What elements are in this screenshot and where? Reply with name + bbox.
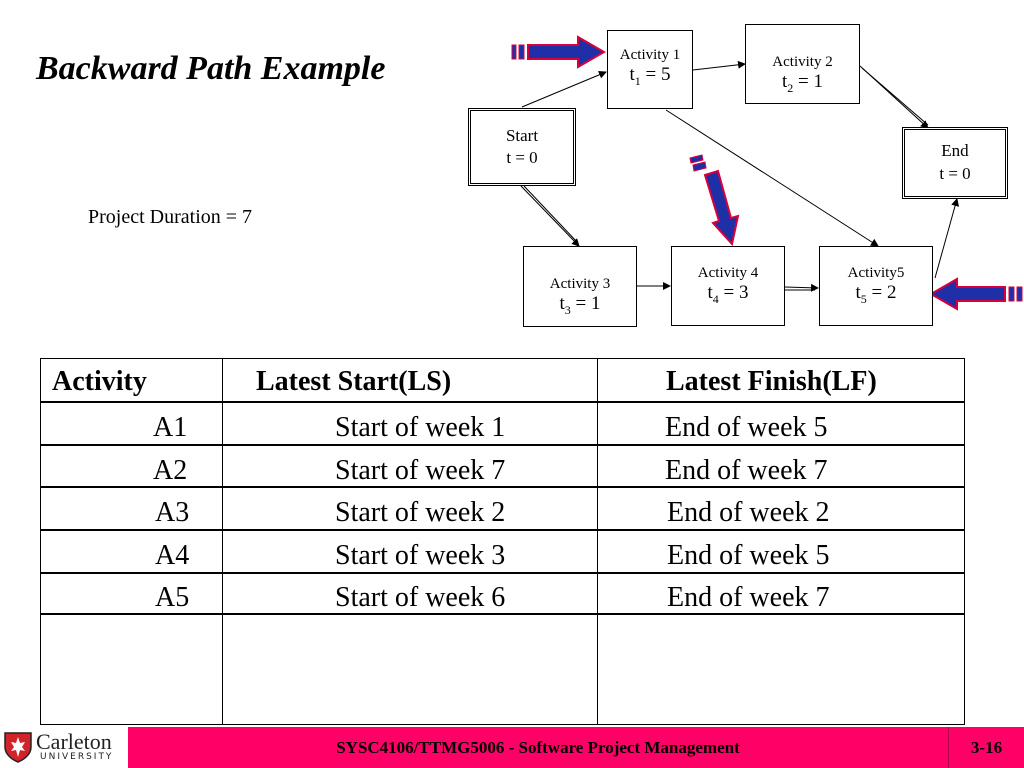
node-activity-3: Activity 3 t3 = 1: [523, 246, 637, 327]
slide-title: Backward Path Example: [36, 50, 386, 87]
schedule-table: [40, 358, 965, 725]
table-cell-ls: Start of week 2: [335, 497, 506, 528]
table-cell-ls: Start of week 3: [335, 540, 506, 571]
table-cell-lf: End of week 5: [667, 540, 830, 571]
table-cell-activity: A1: [153, 412, 188, 443]
logo-wordmark: Carleton: [36, 729, 112, 754]
logo-subtitle: UNIVERSITY: [40, 752, 114, 762]
page-number: 3-16: [970, 738, 1003, 757]
table-cell-ls: Start of week 1: [335, 412, 506, 443]
table-row-divider: [40, 572, 965, 574]
pointer-arrow-down-icon: [689, 154, 740, 247]
edge-start-a3: [520, 185, 580, 247]
edge-a4-a5: [784, 283, 819, 292]
table-cell-lf: End of week 7: [667, 582, 830, 613]
table-cell-activity: A2: [153, 455, 188, 486]
table-row-divider: [40, 486, 965, 488]
table-row-divider: [40, 401, 965, 403]
col-header-latest-start: Latest Start(LS): [256, 366, 452, 397]
university-logo: [0, 727, 128, 768]
edge-a1-a5: [665, 109, 879, 247]
table-cell-activity: A4: [155, 540, 190, 571]
node-activity-5: Activity5 t5 = 2: [819, 246, 933, 326]
project-duration: Project Duration = 7: [88, 206, 253, 228]
table-col-divider: [597, 358, 598, 725]
table-cell-activity: A3: [155, 497, 190, 528]
col-header-latest-finish: Latest Finish(LF): [666, 366, 877, 397]
table-row-divider: [40, 444, 965, 446]
table-cell-activity: A5: [155, 582, 190, 613]
table-row-divider: [40, 613, 965, 615]
table-cell-ls: Start of week 7: [335, 455, 506, 486]
edge-start-a1: [521, 71, 607, 108]
edge-a2-end: [859, 65, 929, 129]
node-activity-2: Activity 2 t2 = 1: [745, 24, 860, 104]
table-cell-ls: Start of week 6: [335, 582, 506, 613]
col-header-activity: Activity: [52, 366, 147, 397]
table-cell-lf: End of week 7: [665, 455, 828, 486]
node-activity-4: Activity 4 t4 = 3: [671, 246, 785, 326]
table-row-divider: [40, 529, 965, 531]
table-cell-lf: End of week 5: [665, 412, 828, 443]
table-cell-lf: End of week 2: [667, 497, 830, 528]
pointer-arrow-right-icon: [511, 35, 607, 69]
footer-divider: [948, 727, 949, 768]
node-activity-1: Activity 1 t1 = 5: [607, 30, 693, 109]
node-end: End t = 0: [902, 127, 1008, 199]
course-title: SYSC4106/TTMG5006 - Software Project Man…: [336, 738, 740, 757]
table-col-divider: [222, 358, 223, 725]
edge-a5-end: [934, 198, 959, 279]
shield-icon: [4, 732, 32, 763]
pointer-arrow-left-icon: [928, 277, 1023, 311]
edge-a1-a2: [692, 60, 746, 71]
node-start: Start t = 0: [468, 108, 576, 186]
footer-bar: [128, 727, 1024, 768]
